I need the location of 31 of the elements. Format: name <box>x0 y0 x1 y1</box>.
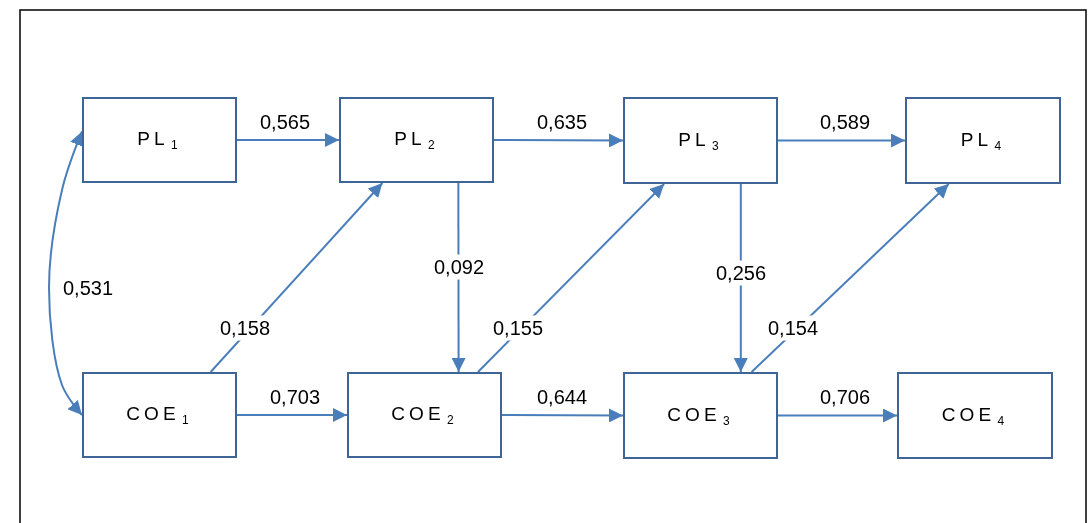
variable-box <box>623 97 778 184</box>
variable-box <box>82 372 237 458</box>
variable-name: PL$_{3}$ <box>678 128 723 153</box>
arrow <box>236 408 348 422</box>
path-coefficient: 0,158 <box>217 315 273 341</box>
variable-name: COE$_{1}$ <box>126 403 193 427</box>
variable-box <box>347 372 502 458</box>
arrow <box>209 182 384 373</box>
arrow <box>493 133 624 148</box>
variable-name: COE$_{3}$ <box>667 403 734 428</box>
arrow <box>777 408 898 423</box>
variable-box <box>623 372 778 459</box>
variable-box <box>897 372 1053 459</box>
variable-box <box>82 97 237 183</box>
variable-box <box>339 97 494 183</box>
path-coefficient: 0,092 <box>431 254 487 280</box>
variable-name: COE$_{2}$ <box>391 403 458 427</box>
variable-name: PL$_{1}$ <box>137 128 182 152</box>
path-coefficient: 0,256 <box>713 260 769 286</box>
path-coefficient: 0,155 <box>490 315 546 341</box>
arrow <box>777 133 906 148</box>
variable-name: COE$_{4}$ <box>941 403 1009 428</box>
variable-name: PL$_{4}$ <box>960 128 1006 153</box>
arrow <box>236 133 340 147</box>
arrow <box>451 182 466 373</box>
arrow <box>501 408 624 423</box>
variable-name: PL$_{2}$ <box>394 128 439 152</box>
arrow <box>48 130 84 416</box>
arrow <box>477 183 666 373</box>
variable-box <box>905 97 1061 184</box>
path-coefficient: 0,154 <box>765 315 821 341</box>
